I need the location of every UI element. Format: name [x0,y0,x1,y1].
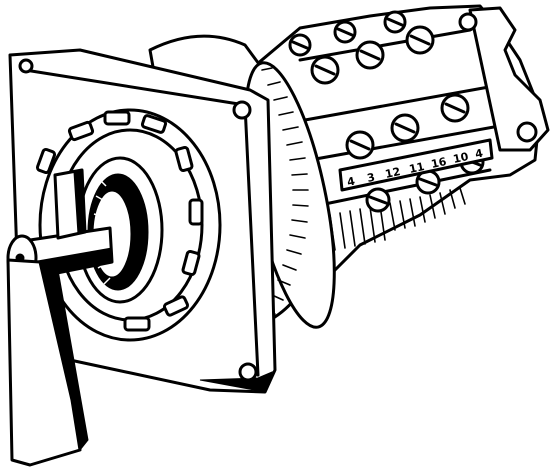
terminal-screws-top [288,10,435,85]
terminal-label-4: 11 [408,160,426,176]
terminal-label-7: 4 [474,147,485,161]
terminal-label-1: 4 [346,175,357,189]
terminal-label-2: 3 [366,171,376,185]
terminal-label-5: 16 [430,155,448,171]
terminal-label-3: 12 [384,165,402,181]
mounting-hole-bottom-right [238,362,258,382]
mounting-hole-top-right [232,100,252,120]
terminal-screws-middle [345,93,470,160]
mounting-hole-top-left [18,58,34,74]
dial-segments [35,110,204,332]
switch-handle [6,168,114,467]
terminal-label-strip: 4 3 12 11 16 10 4 [338,138,494,192]
terminal-label-6: 10 [452,150,470,166]
